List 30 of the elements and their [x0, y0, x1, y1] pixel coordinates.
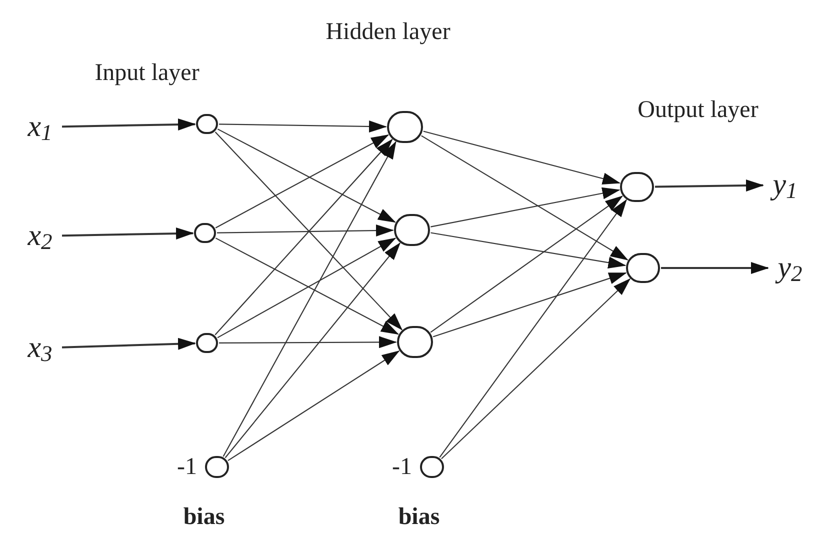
arrow — [432, 272, 627, 338]
bias-value: -1 — [392, 455, 412, 479]
layer-label: Input layer — [94, 61, 200, 85]
variable-label: x$_{2}$ — [18, 216, 62, 256]
arrow — [62, 338, 196, 350]
arrow — [430, 196, 624, 333]
arrow — [430, 232, 626, 268]
bias-label: bias — [398, 505, 440, 529]
arrow — [222, 141, 396, 457]
arrow — [661, 262, 769, 274]
arrow — [219, 336, 397, 348]
bias-label: bias — [183, 505, 225, 529]
arrow — [62, 118, 196, 130]
arrow — [430, 187, 620, 228]
arrow — [224, 242, 401, 458]
arrow — [217, 224, 394, 236]
arrow — [654, 180, 764, 192]
bias-value: -1 — [177, 455, 197, 479]
arrow — [62, 228, 194, 240]
layer-label: Hidden layer — [326, 20, 450, 44]
variable-label: y$_{1}$ — [763, 165, 807, 205]
arrow — [423, 130, 621, 184]
variable-label: y$_{2}$ — [768, 248, 812, 288]
arrow — [219, 120, 387, 132]
arrow — [421, 135, 628, 260]
layer-label: Output layer — [638, 98, 758, 122]
variable-label: x$_{3}$ — [18, 328, 62, 368]
arrow — [228, 350, 400, 462]
arrow — [441, 278, 631, 460]
variable-label: x$_{1}$ — [18, 107, 62, 147]
